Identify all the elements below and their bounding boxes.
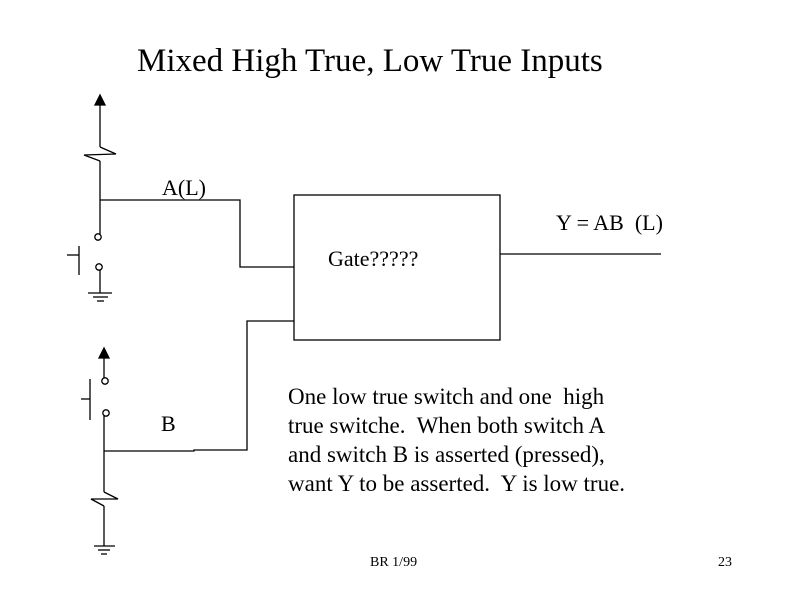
ground-icon-b: [94, 545, 115, 555]
wire-b-to-gate: [104, 320, 294, 452]
description-line: One low true switch and one high: [288, 384, 605, 409]
output-y-label: Y = AB (L): [556, 210, 663, 235]
description-text: One low true switch and one high true sw…: [288, 382, 708, 498]
resistor-b-icon: [90, 491, 119, 507]
description-line: want Y to be asserted. Y is low true.: [288, 471, 626, 496]
vcc-arrow-icon-b: [97, 346, 111, 359]
description-line: true switche. When both switch A: [288, 413, 606, 438]
resistor-a-icon: [83, 146, 117, 162]
switch-a-circuit: [67, 93, 294, 302]
slide-title: Mixed High True, Low True Inputs: [137, 43, 603, 79]
switch-a-contact-bottom: [95, 263, 103, 271]
vcc-arrow-icon-a: [93, 93, 107, 106]
gate-box: [293, 194, 501, 341]
gate-label: Gate?????: [328, 246, 419, 271]
switch-a-contact-top: [94, 233, 102, 241]
switch-b-contact-top: [101, 377, 109, 385]
wire-a-to-gate: [100, 199, 294, 268]
switch-b-contact-bottom: [102, 409, 110, 417]
description-line: and switch B is asserted (pressed),: [288, 442, 605, 467]
page-number: 23: [718, 555, 732, 570]
ground-icon-a: [88, 292, 112, 302]
switch-b-circuit: [81, 320, 294, 555]
input-b-label: B: [161, 411, 176, 436]
input-a-label: A(L): [162, 175, 206, 200]
footer-author-date: BR 1/99: [370, 555, 418, 570]
